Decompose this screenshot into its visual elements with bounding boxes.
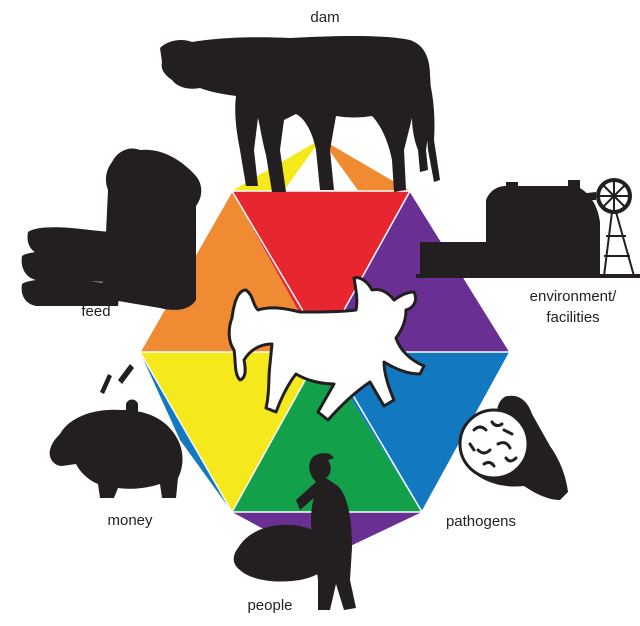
label-money: money: [107, 512, 153, 529]
feed-bags-icon: [22, 149, 202, 310]
label-pathogens: pathogens: [446, 513, 516, 530]
label-environment-line2: facilities: [546, 309, 599, 326]
label-people: people: [247, 597, 292, 614]
label-environment-line1: environment/: [530, 288, 618, 305]
cow-icon: [160, 36, 440, 192]
label-feed: feed: [81, 303, 110, 320]
label-dam: dam: [310, 9, 339, 26]
